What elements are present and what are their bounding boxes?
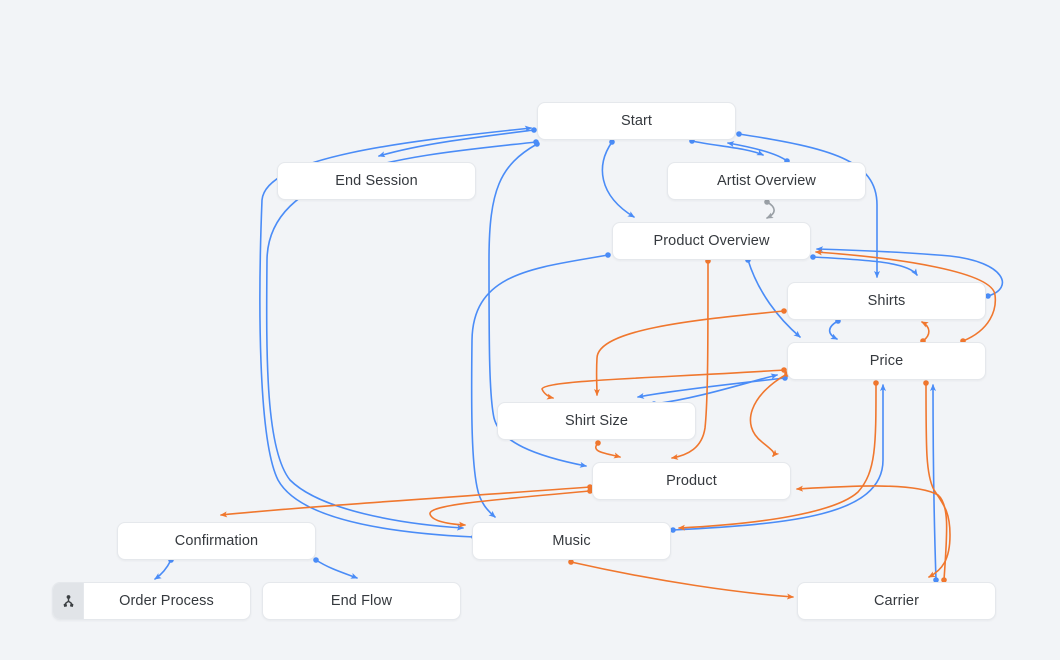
edge-price-product[interactable] [749,371,790,457]
node-carrier[interactable]: Carrier [797,582,996,620]
edge-product-overview-shirts[interactable] [810,254,918,276]
edge-shirt-size-price[interactable] [651,373,778,407]
edge-product-overview-product[interactable] [671,258,711,460]
edge-paths [154,125,1004,600]
edge-start-product-overview[interactable] [601,139,635,218]
node-start[interactable]: Start [537,102,736,140]
node-label: Carrier [873,593,919,609]
node-label: Start [620,113,653,129]
edge-price-product-overview[interactable] [815,249,997,344]
node-label: Price [869,353,904,369]
edge-price-shirt-size[interactable] [637,375,788,399]
node-product-overview[interactable]: Product Overview [612,222,811,260]
edge-price-shirts[interactable] [920,321,930,344]
node-label: Music [552,533,591,549]
node-end-session[interactable]: End Session [277,162,476,200]
node-shirt-size[interactable]: Shirt Size [497,402,696,440]
node-end-flow[interactable]: End Flow [262,582,461,620]
node-label: Shirts [867,293,906,309]
edge-confirmation-end-flow[interactable] [313,557,358,579]
node-label: Confirmation [174,533,259,549]
edge-product-overview-price[interactable] [745,257,801,338]
node-music[interactable]: Music [472,522,671,560]
node-confirmation[interactable]: Confirmation [117,522,316,560]
edge-confirmation-order-process[interactable] [154,557,174,580]
node-label: Shirt Size [564,413,629,429]
edge-shirts-shirt-size[interactable] [593,308,787,396]
edge-price-shirt-size[interactable] [541,367,787,400]
edge-product-music[interactable] [429,488,593,528]
node-label: Artist Overview [717,173,816,189]
node-shirts[interactable]: Shirts [787,282,986,320]
edge-product-confirmation[interactable] [220,484,593,518]
node-artist-overview[interactable]: Artist Overview [667,162,866,200]
edge-carrier-price[interactable] [930,384,939,583]
edge-carrier-product[interactable] [796,485,948,583]
node-label: Product Overview [653,233,770,249]
node-order-process[interactable]: Order Process [52,582,251,620]
edge-shirt-size-product[interactable] [595,440,621,459]
node-label: Product [666,473,717,489]
edge-music-price[interactable] [670,384,886,533]
edge-artist-overview-start[interactable] [727,141,790,164]
edge-price-music[interactable] [678,380,879,531]
edge-product-overview-music[interactable] [470,252,611,518]
node-label: End Flow [330,593,393,609]
flow-process-icon [53,583,84,619]
node-price[interactable]: Price [787,342,986,380]
node-label: Order Process [119,593,214,609]
edge-music-carrier[interactable] [568,559,794,600]
node-product[interactable]: Product [592,462,791,500]
edge-music-start[interactable] [259,125,532,540]
edge-artist-overview-product-overview[interactable] [764,199,775,219]
edge-shirts-price[interactable] [828,318,841,340]
node-label: End Session [335,173,418,189]
edge-price-carrier[interactable] [923,380,951,578]
